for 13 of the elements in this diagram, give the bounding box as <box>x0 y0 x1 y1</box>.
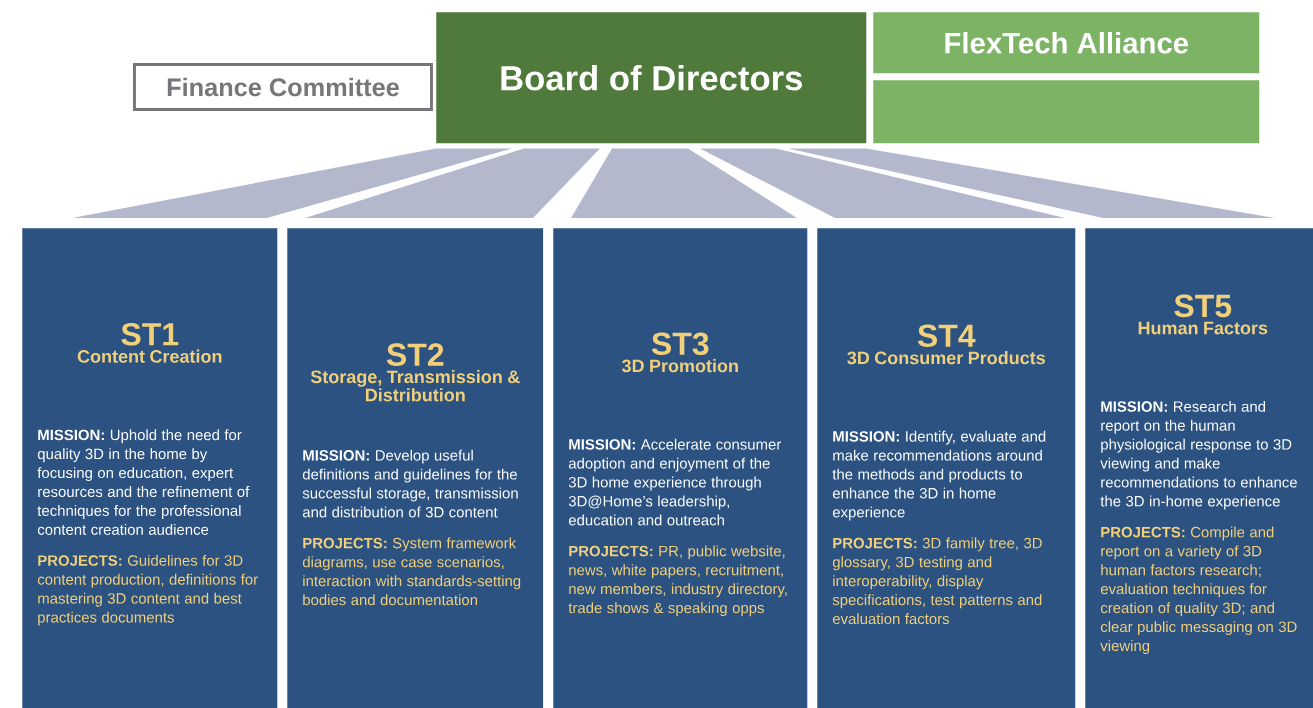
column-panel: ST5 Human Factors MISSION: Research and report on the human physiological response to 3D viewing and make recommendations to enhance the 3D in-home experience PROJECTS: Compile and report on a variety of 3D human factors research; evaluation techniques for creation of quality 3D; and clear public messaging on 3D viewing <box>1085 228 1313 708</box>
member-box <box>873 80 1260 144</box>
column-panel: ST3 3D Promotion MISSION: Accelerate consumer adoption and enjoyment of the 3D home experience through 3D@Home’s leadership, education and outreach PROJECTS: PR, public website, news, white papers, recruitment, new members, industry directory, trade shows & speaking opps <box>553 228 808 708</box>
connector-band <box>571 148 797 218</box>
board-box: Board of Directors <box>436 12 867 144</box>
connector-band <box>72 148 512 218</box>
column-panel: ST1 Content Creation MISSION: Uphold the need for quality 3D in the home by focusing on education, expert resources and the refinement of techniques for the professional content creation audience PROJECTS: Guidelines for 3D content production, definitions for mastering 3D content and best practices documents <box>22 228 278 708</box>
text-box: Finance Committee <box>133 63 433 111</box>
column-panel: ST2 Storage, Transmission & Distribution MISSION: Develop useful definitions and guidelines for the successful storage, transmission and distribution of 3D content PROJECTS: System framework diagrams, use case scenarios, interaction with standards-setting bodies and documentation <box>287 228 544 708</box>
connector-band <box>700 148 1065 218</box>
connector-band <box>305 148 600 218</box>
column-panel: ST4 3D Consumer Products MISSION: Identify, evaluate and make recommendations around the methods and products to enhance the 3D in home experience PROJECTS: 3D family tree, 3D glossary, 3D testing and interoperability, display specifications, test patterns and evaluation factors <box>817 228 1076 708</box>
member-box: FlexTech Alliance <box>873 12 1260 74</box>
